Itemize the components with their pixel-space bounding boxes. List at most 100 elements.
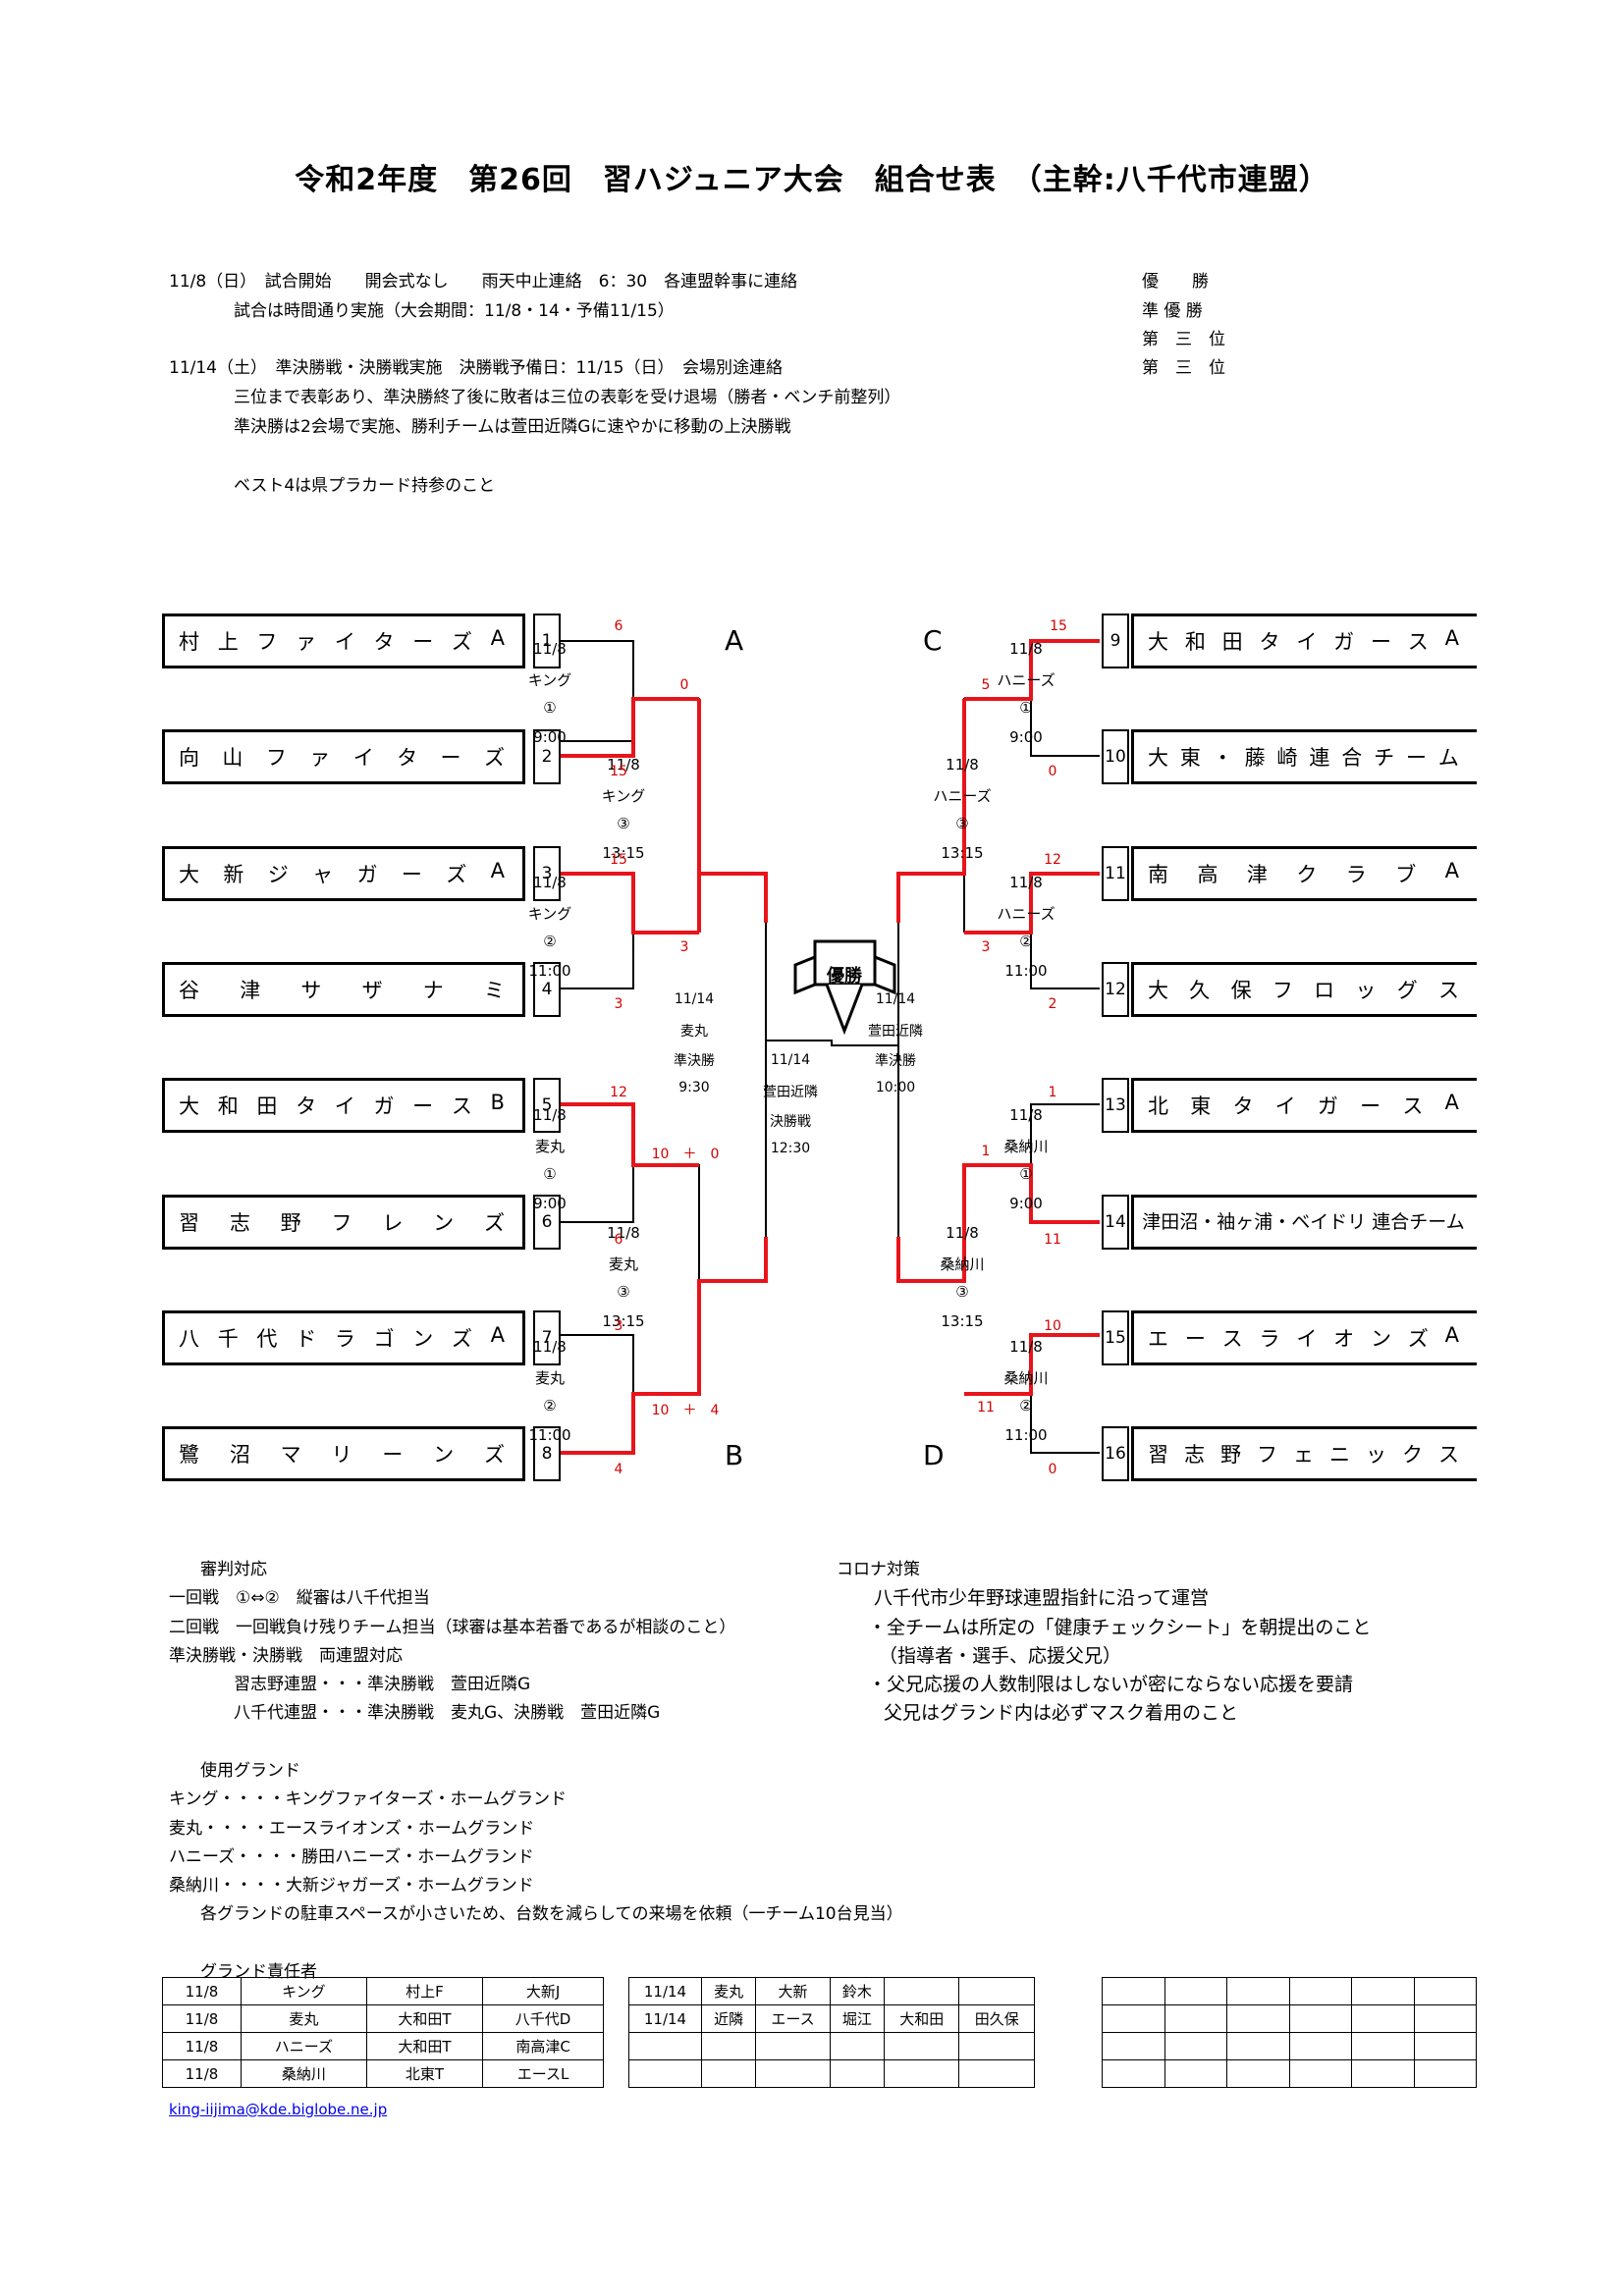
grounds-line: 桑納川・・・・大新ジャガーズ・ホームグランド: [169, 1876, 534, 1896]
match-label: 9:00: [533, 1195, 567, 1212]
table-cell: [1288, 2004, 1352, 2033]
match-label: 麦丸: [534, 1138, 565, 1155]
grounds-heading: 使用グランド: [200, 1761, 300, 1781]
table-cell: [883, 1977, 960, 2005]
table-cell: 麦丸: [700, 1977, 757, 2005]
email-link[interactable]: king-iijima@kde.biglobe.ne.jp: [169, 2101, 388, 2118]
match-label: ①: [543, 1165, 557, 1183]
score: 6: [614, 618, 623, 634]
match-label: 11/14: [770, 1052, 811, 1068]
match-label: 11/8: [1009, 1338, 1043, 1356]
match-label: 決勝戦: [770, 1114, 811, 1130]
seed-3: 3: [533, 846, 561, 901]
page-title: 令和2年度 第26回 習ハジュニア大会 組合せ表 （主幹:八千代市連盟）: [295, 163, 1329, 197]
team-2: 向山ファイターズ: [162, 729, 525, 784]
table-row: [1102, 2004, 1477, 2033]
table-cell: [1164, 2059, 1227, 2088]
table-cell: [1351, 1977, 1415, 2005]
team-10: 大東・藤崎連合チーム: [1131, 729, 1477, 784]
match-label: 麦丸: [534, 1369, 565, 1387]
match-label: 準決勝: [875, 1053, 916, 1069]
match-label: 11:00: [528, 962, 571, 980]
score: 15: [610, 764, 627, 779]
score: 1: [1048, 1085, 1057, 1100]
grounds-line: 麦丸・・・・エースライオンズ・ホームグランド: [169, 1819, 535, 1839]
score: 3: [981, 939, 991, 955]
score: 12: [610, 1085, 627, 1100]
score: 4: [614, 1462, 623, 1477]
table-cell: [1226, 2004, 1290, 2033]
table-cell: 八千代D: [482, 2004, 604, 2033]
table-cell: [1288, 2032, 1352, 2060]
match-label: ③: [955, 815, 969, 832]
seed-14: 14: [1102, 1195, 1129, 1250]
seed-15: 15: [1102, 1310, 1129, 1365]
match-label: 萱田近隣: [868, 1024, 923, 1040]
table-cell: [1413, 2004, 1477, 2033]
table-cell: 大新J: [482, 1977, 604, 2005]
match-label: 13:15: [602, 1312, 645, 1330]
team-14: 津田沼・袖ヶ浦・ベイドリ 連合チーム: [1131, 1195, 1477, 1250]
table-cell: 11/8: [162, 1977, 242, 2005]
team-4: 谷津サザナミ: [162, 962, 525, 1017]
table-cell: エース: [755, 2004, 831, 2033]
table-cell: エースL: [482, 2059, 604, 2088]
match-label: キング: [527, 671, 572, 689]
match-label: 11:00: [528, 1426, 571, 1444]
table-cell: [883, 2059, 960, 2088]
grounds-line: キング・・・・キングファイターズ・ホームグランド: [169, 1789, 567, 1809]
block-c: C: [923, 624, 943, 657]
table-cell: [1164, 2032, 1227, 2060]
match-label: 11/8: [533, 874, 567, 891]
match-label: 9:30: [678, 1080, 710, 1095]
award-champion: 優 勝: [1142, 272, 1209, 292]
match-label: 12:30: [770, 1141, 811, 1156]
table-cell: 大新: [755, 1977, 831, 2005]
score: 10: [1044, 1318, 1061, 1334]
match-label: ②: [543, 1397, 557, 1415]
team-8: 鷺沼マリーンズ: [162, 1426, 525, 1481]
team-name: 習志野フレンズ: [179, 1211, 505, 1235]
seed-11: 11: [1102, 846, 1129, 901]
score: 10 ＋ 4: [651, 1403, 720, 1418]
table-cell: 大和田T: [365, 2032, 484, 2060]
match-label: 萱田近隣: [763, 1085, 818, 1100]
score: 5: [981, 677, 991, 693]
score: 0: [1048, 764, 1057, 779]
match-label: ②: [543, 933, 557, 950]
score: 12: [1044, 852, 1061, 868]
corona-line: 八千代市少年野球連盟指針に沿って運営: [874, 1587, 1210, 1609]
table-cell: [958, 2032, 1035, 2060]
table-cell: [1288, 1977, 1352, 2005]
grounds-line: 各グランドの駐車スペースが小さいため、台数を減らしての来場を依頼（一チーム10台…: [200, 1904, 903, 1924]
note-4: 三位まで表彰あり、準決勝終了後に敗者は三位の表彰を受け退場（勝者・ベンチ前整列）: [234, 388, 901, 407]
score: 11: [1044, 1232, 1061, 1248]
match-label: 桑納川: [940, 1255, 985, 1273]
corona-line: ・全チームは所定の「健康チェックシート」を朝提出のこと: [868, 1617, 1372, 1638]
match-label: キング: [527, 905, 572, 923]
match-label: 桑納川: [1003, 1138, 1049, 1155]
block-b: B: [725, 1439, 744, 1471]
table-cell: [755, 2059, 831, 2088]
match-label: 13:15: [941, 844, 984, 862]
seed-13: 13: [1102, 1078, 1129, 1133]
table-cell: [1351, 2032, 1415, 2060]
table-cell: [1351, 2004, 1415, 2033]
seed-2: 2: [533, 729, 561, 784]
award-runner-up: 準 優 勝: [1142, 301, 1203, 321]
match-label: 13:15: [602, 844, 645, 862]
table-cell: 11/14: [628, 2004, 702, 2033]
match-label: ①: [1019, 699, 1033, 717]
table-cell: 堀江: [829, 2004, 885, 2033]
table-row: [1102, 1977, 1477, 2005]
